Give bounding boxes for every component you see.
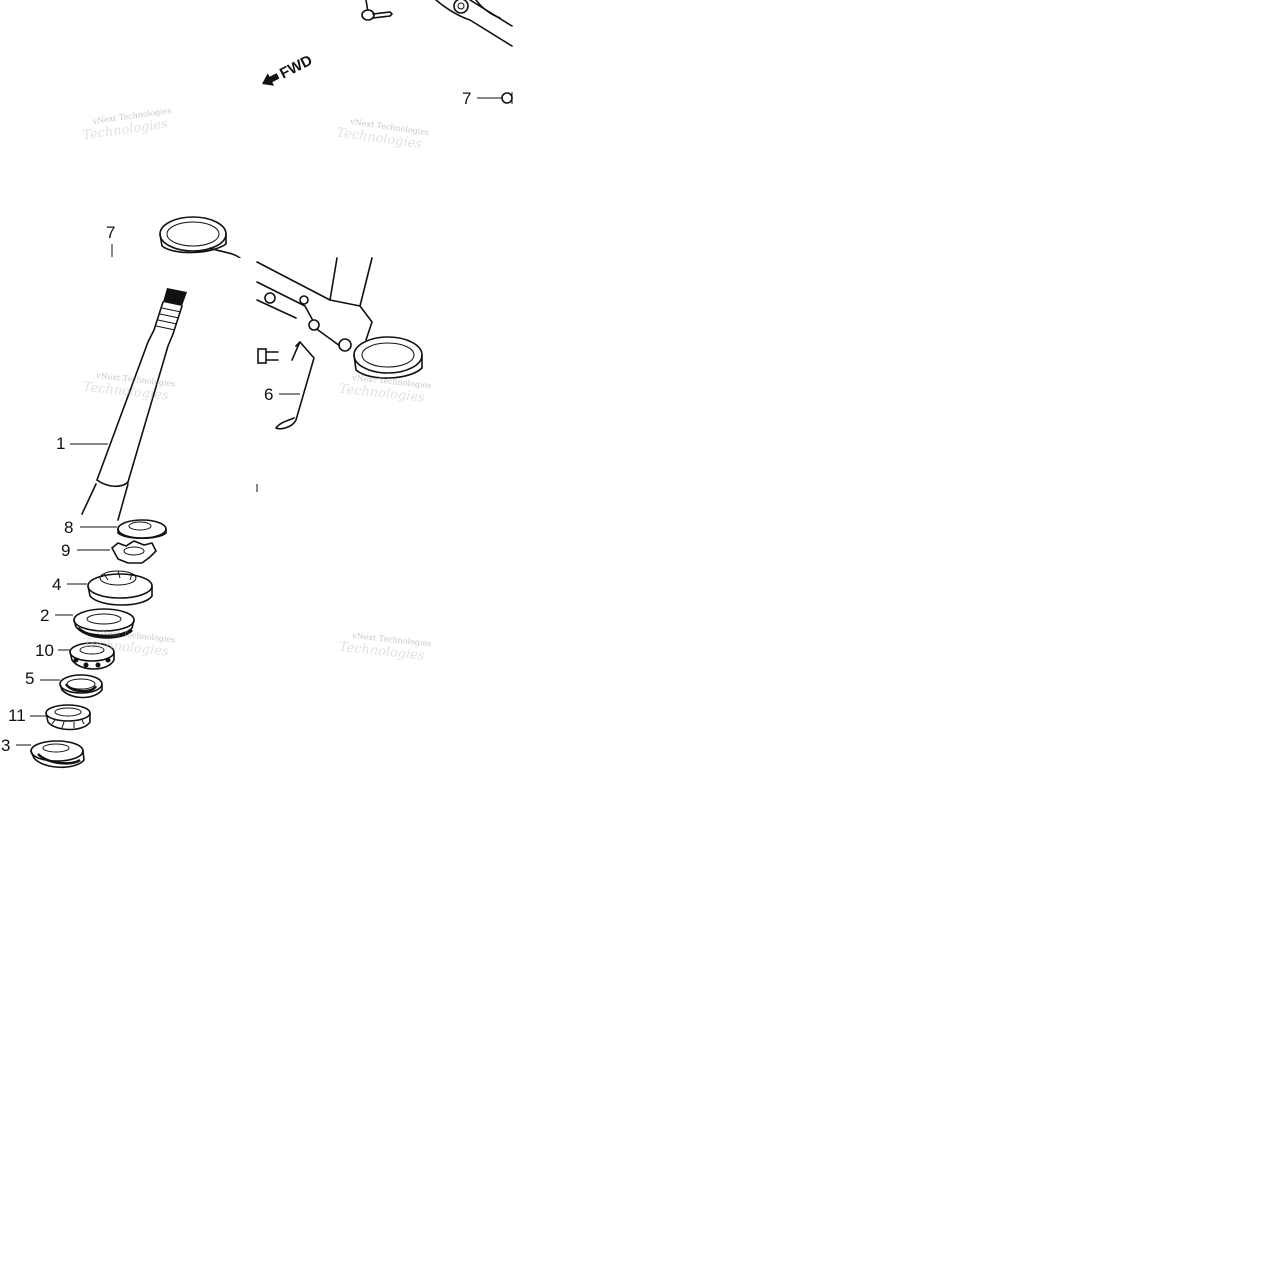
watermark-1: vNext Technologies Technologies [82, 106, 172, 143]
callout-9: 9 [61, 541, 110, 560]
bolt-top [361, 0, 393, 21]
callout-11: 11 [8, 706, 46, 725]
part-5-bearing-race [59, 674, 103, 699]
part-4-adjusting-nut [87, 570, 153, 606]
part-8-lock-washer [117, 519, 167, 540]
callout-label: 10 [35, 641, 54, 660]
part-11-lower-race [45, 704, 91, 731]
callout-label: 6 [264, 385, 273, 404]
fwd-direction-arrow: FWD [262, 52, 315, 86]
callout-top-7: 7 [462, 89, 513, 108]
callout-3: 3 [1, 736, 31, 755]
part-9-lock-nut [110, 540, 157, 564]
part-2-bearing-race [73, 608, 135, 639]
hose-clip [275, 341, 315, 430]
callout-label: 4 [52, 575, 61, 594]
callout-6: 6 [264, 385, 300, 404]
callout-4: 4 [52, 575, 87, 594]
callout-8: 8 [64, 518, 117, 537]
fwd-label: FWD [277, 52, 315, 83]
callout-label: 7 [106, 223, 115, 242]
callout-label: 2 [40, 606, 49, 625]
callout-5: 5 [25, 669, 60, 688]
pinch-bolt [257, 348, 279, 364]
callout-label: 3 [1, 736, 10, 755]
callout-label: 7 [462, 89, 471, 108]
watermark-4: vNext Technologies Technologies [338, 373, 432, 406]
callout-upper-7: 7 [106, 223, 115, 257]
upper-bracket-fragment [435, 0, 513, 47]
callout-10: 10 [35, 641, 70, 660]
watermark-6: vNext Technologies Technologies [338, 631, 432, 664]
callout-label: 1 [56, 434, 65, 453]
callout-label: 11 [8, 706, 26, 725]
callout-label: 9 [61, 541, 70, 560]
steering-stem [81, 288, 187, 521]
part-10-ball-bearing [69, 642, 115, 670]
callout-label: 5 [25, 669, 34, 688]
callout-label: 8 [64, 518, 73, 537]
callout-2: 2 [40, 606, 73, 625]
arrow-icon [262, 73, 280, 86]
callout-1: 1 [56, 434, 108, 453]
watermark-2: vNext Technologies Technologies [336, 117, 430, 152]
part-3-dust-seal [30, 740, 85, 769]
